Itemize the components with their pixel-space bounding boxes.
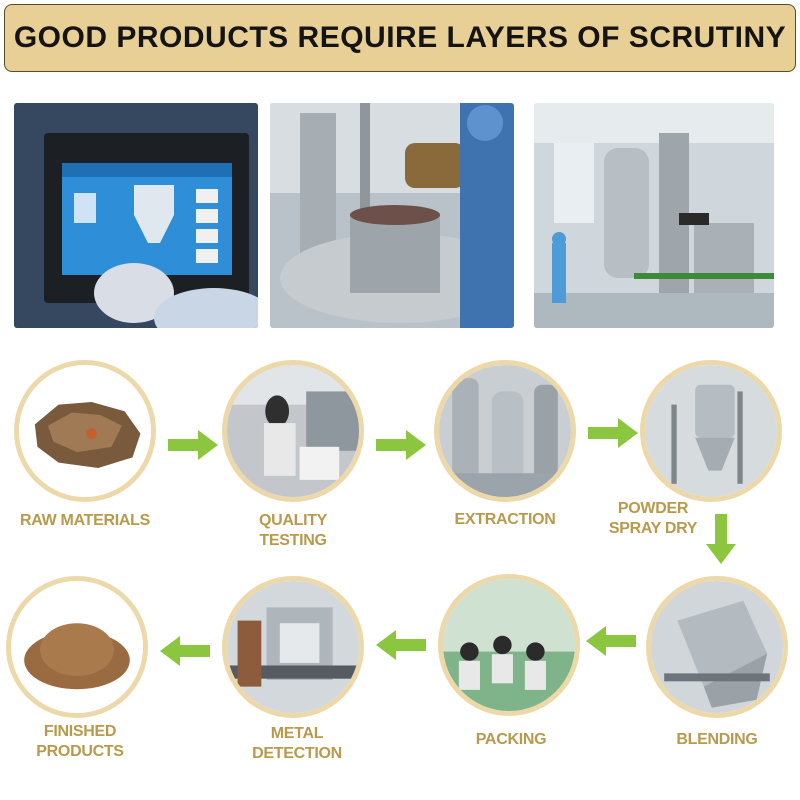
photo-factory-equipment [534, 103, 774, 328]
step-image-powder-spray-dry [640, 360, 782, 502]
step-label-quality-testing: QUALITY TESTING [258, 512, 328, 549]
page-title: GOOD PRODUCTS REQUIRE LAYERS OF SCRUTINY [13, 21, 787, 54]
step-label-packing: PACKING [475, 731, 547, 748]
arrow-left-icon [376, 630, 426, 660]
step-image-blending [646, 576, 788, 718]
step-label-powder-spray-dry: POWDER SPRAY DRY [608, 500, 698, 537]
step-image-extraction [434, 360, 576, 502]
step-image-metal-detection [222, 576, 364, 718]
step-label-metal-detection: METAL DETECTION [252, 725, 342, 762]
arrow-left-icon [160, 636, 210, 666]
arrow-right-icon [588, 418, 638, 448]
step-label-blending: BLENDING [676, 731, 758, 748]
step-label-extraction: EXTRACTION [454, 511, 556, 528]
arrow-left-icon [586, 626, 636, 656]
photo-extraction-tank [270, 103, 514, 328]
arrow-right-icon [168, 430, 218, 460]
arrow-right-icon [376, 430, 426, 460]
step-label-raw-materials: RAW MATERIALS [19, 512, 150, 529]
step-image-raw-materials [14, 360, 156, 502]
step-label-finished-products: FINISHED PRODUCTS [36, 723, 124, 760]
step-image-quality-testing [222, 360, 364, 502]
step-image-packing [438, 574, 580, 716]
photo-control-panel [14, 103, 258, 328]
title-banner: GOOD PRODUCTS REQUIRE LAYERS OF SCRUTINY [4, 4, 796, 72]
step-image-finished-products [6, 576, 148, 718]
arrow-down-icon [706, 514, 736, 564]
